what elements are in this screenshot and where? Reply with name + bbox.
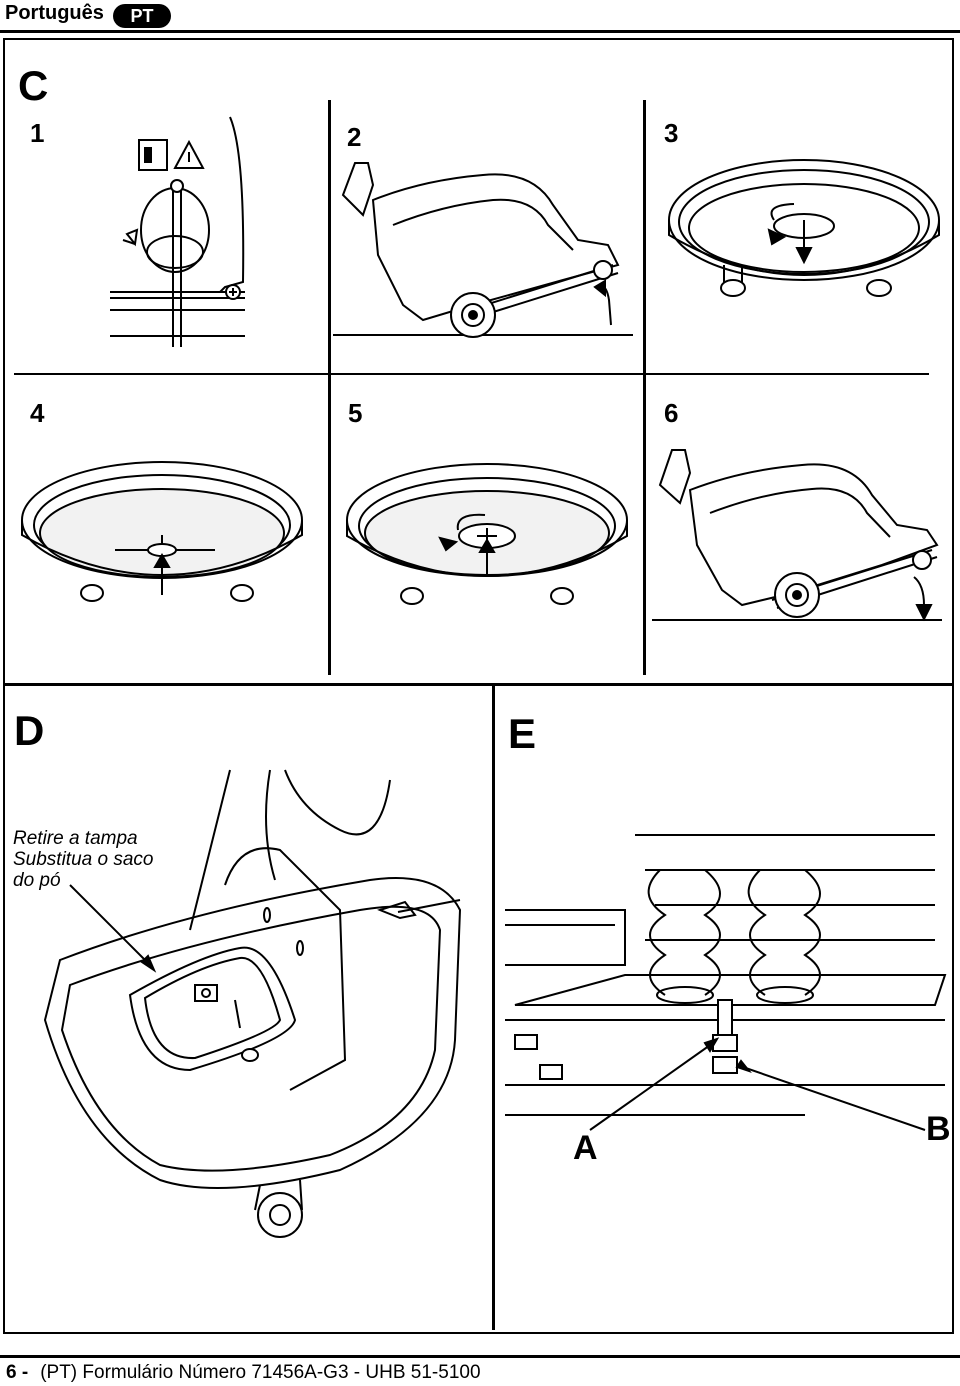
- callout-b-label: B: [926, 1110, 951, 1148]
- grid-divider-row: [14, 373, 929, 375]
- section-divider: [3, 683, 952, 686]
- section-e-label: E: [508, 710, 537, 757]
- info-manual-icon: [138, 139, 168, 171]
- step-6-machine-return-illustration: [652, 449, 942, 622]
- callout-b-pointer: [736, 1064, 926, 1131]
- footer-rule: [0, 1355, 960, 1358]
- note-line-3: do pó: [13, 870, 61, 891]
- note-line-1: Retire a tampa: [13, 828, 138, 849]
- instruction-note: Retire a tampa Substitua o saco do pó: [13, 828, 153, 891]
- rotate-arrow-icon: [456, 513, 486, 531]
- step-number-4: 4: [30, 398, 45, 428]
- step-5-tray-filter-illustration: [346, 463, 628, 605]
- header-language: Português: [5, 2, 104, 24]
- section-d-label: D: [14, 707, 45, 754]
- step-number-6: 6: [664, 398, 679, 428]
- down-arrow-icon: [913, 576, 925, 606]
- step-number-1: 1: [30, 118, 45, 148]
- section-de-divider: [492, 685, 495, 1330]
- adjustment-nut-a: [712, 1034, 738, 1052]
- step-3-tray-lid-illustration: [668, 159, 940, 297]
- callout-a-pointer: [589, 1042, 714, 1131]
- header-rule: [0, 30, 960, 33]
- note-line-2: Substitua o saco: [13, 849, 154, 870]
- footer: 6 - (PT) Formulário Número 71456A-G3 - UH…: [6, 1362, 481, 1384]
- rotate-arrow-icon: [770, 203, 795, 221]
- adjustment-nut-b: [712, 1056, 738, 1074]
- grid-divider-right: [643, 100, 646, 675]
- step-4-tray-filter-illustration: [21, 461, 303, 602]
- page-frame: [3, 38, 954, 1334]
- language-badge: PT: [113, 4, 171, 28]
- callout-a-label: A: [573, 1129, 598, 1167]
- step-1-latch-illustration: [110, 116, 245, 347]
- step-number-3: 3: [664, 118, 679, 148]
- note-pointer-line: [69, 884, 151, 966]
- step-2-machine-tilt-illustration: [333, 162, 633, 338]
- form-number: (PT) Formulário Número 71456A-G3 - UHB 5…: [40, 1362, 481, 1383]
- section-d-lid-illustration: [43, 769, 462, 1238]
- step-number-2: 2: [347, 122, 362, 152]
- page-number: 6 -: [6, 1362, 29, 1383]
- grid-divider-left: [328, 100, 331, 675]
- step-number-5: 5: [348, 398, 363, 428]
- section-e-spring-assembly-illustration: [505, 834, 947, 1131]
- section-c-label: C: [18, 62, 49, 109]
- warning-triangle-icon: [173, 139, 205, 169]
